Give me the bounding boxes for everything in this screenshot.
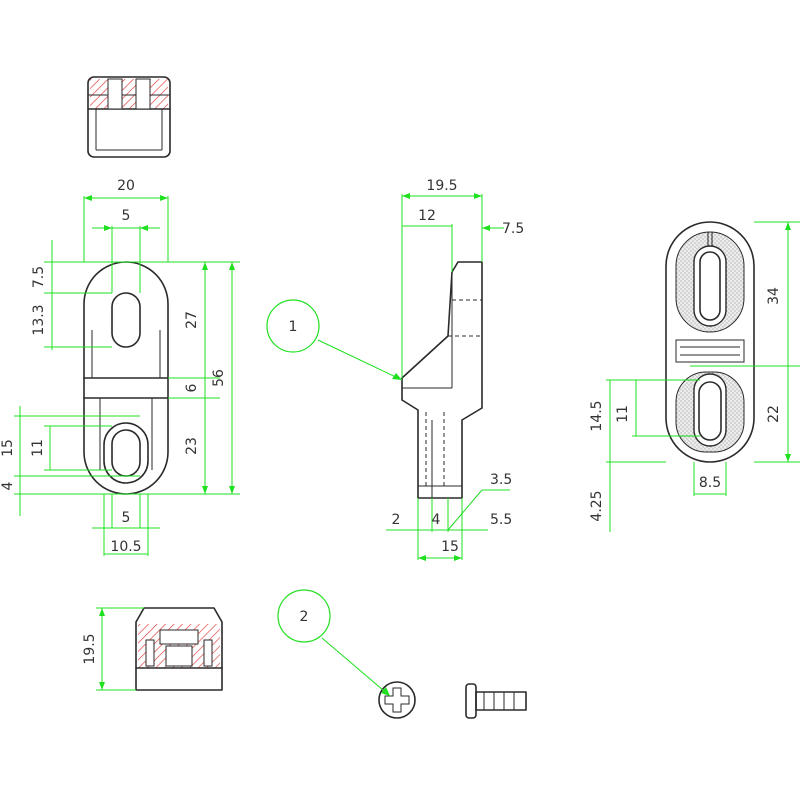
balloon-part-2-label: 2 [300,609,309,625]
dimension-lines [14,194,800,697]
dim-front-lower-height: 23 [184,437,200,455]
screw-side-view [465,683,527,719]
dim-side-base-mid: 4 [432,512,441,528]
dim-rear-lower-height: 22 [766,405,782,423]
dim-rear-bottom-offset: 4.25 [589,490,605,521]
dim-side-depth: 19.5 [426,178,457,194]
dim-side-base-left: 2 [392,512,401,528]
dim-front-bottom-offset: 4 [0,481,16,490]
dim-rear-slot-width: 8.5 [699,475,721,491]
dim-front-width: 20 [117,178,135,194]
rear-view [665,221,755,463]
dim-front-top-offset: 7.5 [31,266,47,288]
side-view [401,261,483,499]
dim-front-slot-width-top: 5 [122,208,131,224]
dim-rear-lower-slot-span: 14.5 [589,400,605,431]
dimension-labels: 20 5 7.5 13.3 27 6 56 23 15 11 4 5 10.5 … [0,178,782,665]
dim-rear-lower-slot-length: 11 [615,405,631,423]
top-view [87,76,171,158]
dim-side-base-right: 5.5 [490,512,512,528]
dim-side-base-total: 15 [441,539,459,555]
dim-front-overall-height: 56 [211,369,227,387]
dim-side-lip: 7.5 [502,221,524,237]
front-view [83,261,169,495]
dim-section-height: 19.5 [82,633,98,664]
dim-rear-upper-height: 34 [766,287,782,305]
dim-side-notch: 3.5 [490,472,512,488]
screw-head-view [378,681,416,719]
dim-front-lower-slot-length: 11 [30,439,46,457]
dim-front-slot-length-top: 13.3 [31,304,47,335]
balloon-part-2: 2 [277,589,331,643]
section-view [135,607,223,691]
dim-side-flange-depth: 12 [418,208,436,224]
dim-front-bottom-width: 10.5 [110,539,141,555]
dim-front-web-height: 6 [184,383,200,392]
balloon-part-1: 1 [266,299,320,353]
dim-front-lower-slot-span: 15 [0,439,16,457]
dim-front-slot-width-bottom: 5 [122,510,131,526]
dimension-arrows [84,193,791,696]
balloon-part-1-label: 1 [289,319,298,335]
dim-front-upper-height: 27 [184,311,200,329]
